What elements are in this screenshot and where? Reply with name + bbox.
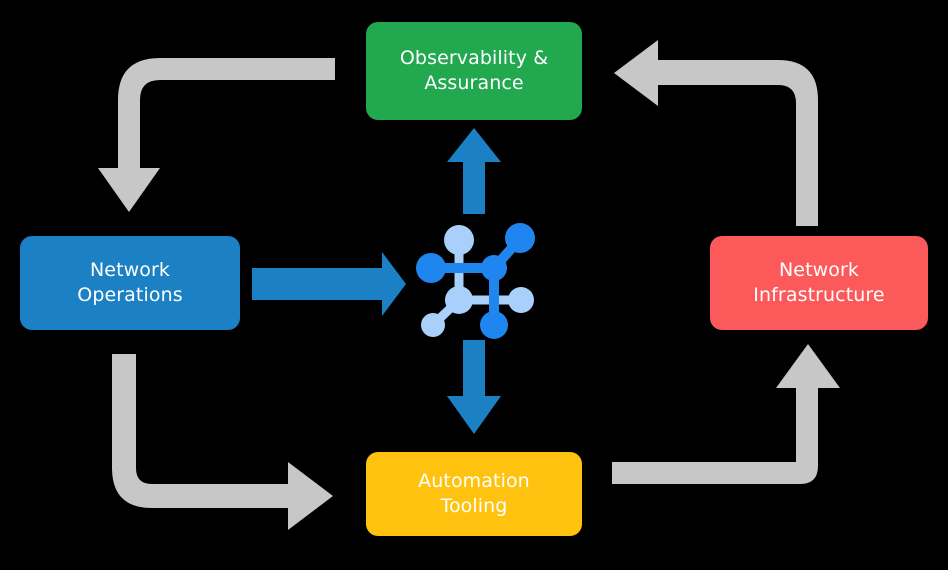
blue-arrow-operations-to-center <box>252 252 406 316</box>
box-network-operations[interactable]: Network Operations <box>20 236 240 330</box>
gray-arrow-infrastructure-to-observability <box>614 40 818 226</box>
box-automation-tooling[interactable]: Automation Tooling <box>366 452 582 536</box>
blue-arrow-center-to-observability <box>447 128 501 214</box>
gray-arrow-automation-to-infrastructure <box>612 344 840 484</box>
blue-arrow-center-to-automation <box>447 340 501 434</box>
box-observability-assurance[interactable]: Observability & Assurance <box>366 22 582 120</box>
gray-arrow-observability-to-operations <box>98 58 335 212</box>
box-network-infrastructure[interactable]: Network Infrastructure <box>710 236 928 330</box>
gray-arrow-operations-to-automation <box>112 354 333 530</box>
